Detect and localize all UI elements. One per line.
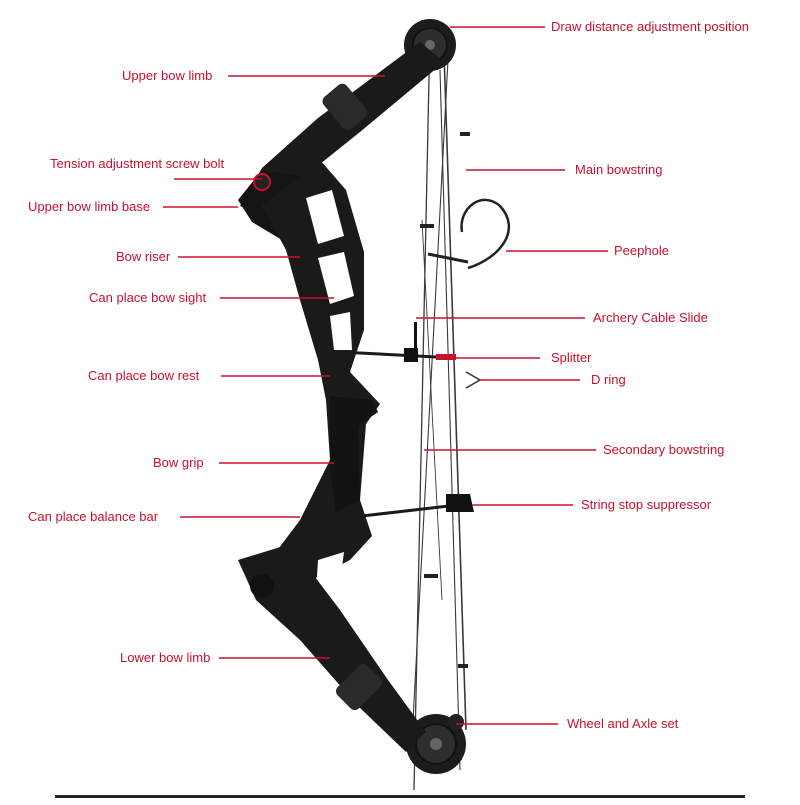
- cable-c: [421, 219, 443, 601]
- d-ring: [465, 371, 482, 389]
- upper-limb: [240, 42, 444, 218]
- label-main-bowstring: Main bowstring: [575, 162, 663, 177]
- label-bow-sight: Can place bow sight: [89, 290, 207, 305]
- string-stop-rod: [361, 494, 474, 518]
- main-bowstring: [443, 51, 467, 731]
- secondary-bowstring: [413, 29, 431, 791]
- label-balance-bar: Can place balance bar: [28, 509, 159, 524]
- label-secondary-bowstring: Secondary bowstring: [603, 442, 725, 457]
- grip: [330, 396, 378, 512]
- bowstring-group: [411, 29, 467, 791]
- riser-cutouts: [306, 190, 354, 592]
- label-string-stop: String stop suppressor: [581, 497, 712, 512]
- label-peephole: Peephole: [614, 243, 669, 258]
- label-d-ring: D ring: [591, 372, 626, 387]
- label-tension-screw: Tension adjustment screw bolt: [50, 156, 225, 171]
- label-splitter: Splitter: [551, 350, 592, 365]
- label-upper-limb: Upper bow limb: [122, 68, 213, 83]
- peephole-tube: [427, 198, 511, 270]
- label-upper-limb-base: Upper bow limb base: [28, 199, 151, 214]
- bottom-rule: [55, 795, 745, 798]
- label-bow-rest: Can place bow rest: [88, 368, 200, 383]
- cable-a: [411, 59, 449, 741]
- label-lower-limb: Lower bow limb: [120, 650, 211, 665]
- label-bow-grip: Bow grip: [153, 455, 204, 470]
- label-bow-riser: Bow riser: [116, 249, 171, 264]
- label-wheel-axle: Wheel and Axle set: [567, 716, 679, 731]
- lower-limb: [238, 544, 426, 752]
- label-cable-slide: Archery Cable Slide: [593, 310, 708, 325]
- string-serving-marks: [420, 132, 470, 668]
- tension-screw: [253, 173, 271, 191]
- cable-b: [439, 69, 461, 771]
- cable-slide-rod: [339, 322, 457, 362]
- label-draw-distance: Draw distance adjustment position: [551, 19, 749, 34]
- leader-lines: [163, 26, 608, 725]
